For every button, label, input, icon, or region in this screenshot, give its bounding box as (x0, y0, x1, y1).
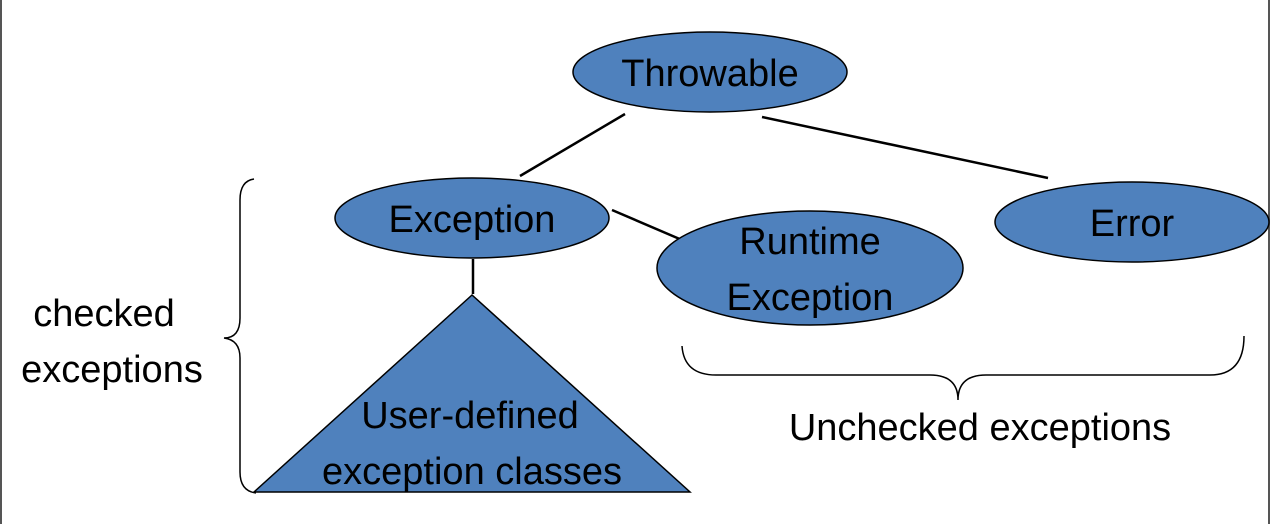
node-user-defined-label-line1: User-defined (361, 395, 579, 437)
unchecked-brace (681, 335, 1245, 401)
node-runtime-exception-label-line1: Runtime (739, 221, 881, 263)
node-exception-shape (334, 177, 610, 259)
checked-annotation-line2: exceptions (21, 349, 203, 391)
node-throwable: Throwable (572, 31, 848, 113)
edge-exception-runtime (611, 208, 683, 242)
checked-brace (223, 178, 257, 494)
edge-throwable-error (761, 115, 1049, 180)
edge-throwable-exception (519, 112, 626, 178)
node-runtime-exception-shape (656, 210, 964, 326)
node-error-label: Error (1090, 203, 1175, 245)
node-user-defined: User-defined exception classes (252, 293, 692, 493)
node-exception-label: Exception (389, 199, 556, 241)
node-user-defined-shape (252, 293, 692, 493)
node-error-shape (994, 181, 1270, 263)
unchecked-annotation: Unchecked exceptions (789, 407, 1171, 449)
node-throwable-shape (572, 31, 848, 113)
node-error: Error (994, 181, 1270, 263)
node-throwable-label: Throwable (621, 53, 798, 95)
node-exception: Exception (334, 177, 610, 259)
checked-annotation-line1: checked (33, 293, 175, 335)
node-user-defined-label-line2: exception classes (322, 451, 622, 493)
node-runtime-exception-label-line2: Exception (727, 277, 894, 319)
node-runtime-exception: Runtime Exception (656, 210, 964, 326)
